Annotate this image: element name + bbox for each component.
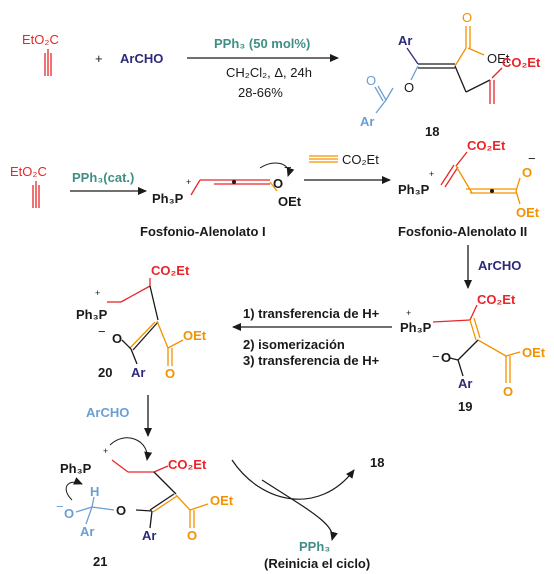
product-18-ether-o: O: [404, 80, 414, 95]
row-2: EtO₂C PPh₃(cat.) + Ph₃P O − OEt CO₂Et: [10, 138, 540, 239]
top-condition-yield: 28-66%: [238, 85, 283, 100]
intermediate-19-o: O: [441, 350, 451, 365]
row4-aldehyde: ArCHO: [86, 405, 129, 420]
intermediate-21-ar-2: Ar: [142, 528, 156, 543]
intermediate-19-number: 19: [458, 399, 472, 414]
cycle-restart-note: (Reinicia el ciclo): [264, 556, 370, 571]
zwitterion-2-minus: −: [528, 151, 536, 166]
product-18-number: 18: [425, 124, 439, 139]
intermediate-21-minus: −: [56, 499, 64, 514]
zwitterion-2-o: O: [522, 165, 532, 180]
row2-catalyst: PPh₃(cat.): [72, 170, 134, 185]
intermediate-21-ether-o: O: [116, 503, 126, 518]
zwitterion-2-structure: [440, 151, 521, 205]
intermediate-20-p: Ph₃P: [76, 307, 108, 322]
intermediate-21-number: 21: [93, 554, 107, 569]
intermediate-20-co2et: CO₂Et: [151, 263, 190, 278]
intermediate-21-co2et: CO₂Et: [168, 457, 207, 472]
intermediate-20-number: 20: [98, 365, 112, 380]
row2-ester-alkyne: [32, 181, 40, 208]
intermediate-20-ar: Ar: [131, 365, 145, 380]
cycle-released-pph3: PPh₃: [299, 539, 330, 554]
product-18-carbonyl-o: O: [462, 10, 472, 25]
zwitterion-1-minus: −: [284, 160, 292, 175]
intermediate-19-plus: +: [406, 308, 411, 318]
intermediate-21-plus: +: [103, 446, 108, 456]
intermediate-21-ar-1: Ar: [80, 524, 94, 539]
intermediate-21-structure: [65, 437, 355, 541]
top-plus: +: [95, 51, 103, 66]
intermediate-21-alkoxide-o: O: [64, 506, 74, 521]
zwitterion-1-name: Fosfonio-Alenolato I: [140, 224, 266, 239]
row-3: ArCHO CO₂Et + Ph₃P − O Ar O OEt 19 1) tr…: [76, 245, 546, 414]
zwitterion-1-structure: [190, 162, 295, 196]
intermediate-21-h: H: [90, 484, 99, 499]
top-condition-catalyst: PPh₃ (50 mol%): [214, 36, 310, 51]
zwitterion-2-name: Fosfonio-Alenolato II: [398, 224, 527, 239]
intermediate-19-minus: −: [432, 349, 440, 364]
intermediate-19-p: Ph₃P: [400, 320, 432, 335]
zwitterion-1-p: Ph₃P: [152, 191, 184, 206]
row2-alkyne-label: CO₂Et: [342, 152, 379, 167]
top-ester-alkyne: [44, 49, 52, 76]
zwitterion-2-oet: OEt: [516, 205, 540, 220]
intermediate-20-o: O: [112, 331, 122, 346]
product-18-structure: [374, 26, 503, 114]
intermediate-19-oet: OEt: [522, 345, 546, 360]
zwitterion-1-plus: +: [186, 177, 191, 187]
zwitterion-1-o: O: [273, 176, 283, 191]
zwitterion-2-plus: +: [429, 169, 434, 179]
product-18-acyl-o: O: [366, 73, 376, 88]
intermediate-21-oet: OEt: [210, 493, 234, 508]
top-aldehyde: ArCHO: [120, 51, 163, 66]
product-18-ar: Ar: [398, 33, 412, 48]
intermediate-21-carbonyl-o: O: [187, 528, 197, 543]
top-condition-solvent: CH₂Cl₂, Δ, 24h: [226, 65, 312, 80]
row-4: ArCHO Ph₃P + CO₂Et − O: [56, 395, 384, 571]
zwitterion-2-co2et: CO₂Et: [467, 138, 506, 153]
step-2-label: 2) isomerización: [243, 337, 345, 352]
intermediate-20-carbonyl-o: O: [165, 366, 175, 381]
zwitterion-1-oet: OEt: [278, 194, 302, 209]
intermediate-21-p: Ph₃P: [60, 461, 92, 476]
intermediate-19-structure: [432, 304, 521, 383]
step-3-label: 3) transferencia de H+: [243, 353, 380, 368]
intermediate-20-plus: +: [95, 288, 100, 298]
top-reaction: EtO₂C + ArCHO PPh₃ (50 mol%) CH₂Cl₂, Δ, …: [22, 10, 541, 139]
row2-ester-label: EtO₂C: [10, 164, 47, 179]
row2-alkyne-reagent: [309, 155, 338, 163]
intermediate-19-co2et: CO₂Et: [477, 292, 516, 307]
top-ester-label: EtO₂C: [22, 32, 59, 47]
product-18-co2et: CO₂Et: [502, 55, 541, 70]
step-1-label: 1) transferencia de H+: [243, 306, 380, 321]
zwitterion-2-p: Ph₃P: [398, 182, 430, 197]
intermediate-20-oet: OEt: [183, 328, 207, 343]
intermediate-20-structure: [107, 278, 184, 366]
row3-aldehyde: ArCHO: [478, 258, 521, 273]
cycle-product-18: 18: [370, 455, 384, 470]
intermediate-20-minus: −: [98, 324, 106, 339]
product-18-oet: OEt: [487, 51, 510, 66]
intermediate-19-carbonyl-o: O: [503, 384, 513, 399]
product-18-acyl-ar: Ar: [360, 114, 374, 129]
intermediate-19-ar: Ar: [458, 376, 472, 391]
